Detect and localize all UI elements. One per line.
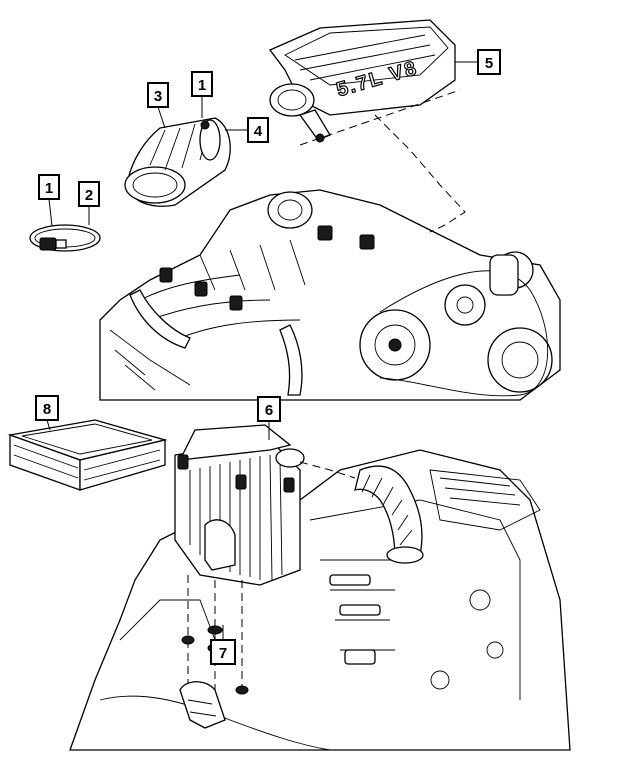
air-filter-element (7, 419, 168, 491)
callout-3: 3 (147, 82, 169, 129)
callout-4: 4 (225, 117, 269, 143)
air-inlet-duct (124, 117, 231, 207)
engine-assembly (99, 189, 561, 401)
callout-7: 7 (210, 625, 236, 665)
callout-8: 8 (35, 395, 59, 431)
air-cleaner-cover: 5.7L V8 (268, 19, 456, 143)
air-cleaner-housing (174, 424, 356, 586)
vehicle-body-structure (69, 449, 571, 751)
svg-text:6: 6 (265, 402, 273, 419)
svg-text:1: 1 (198, 77, 206, 94)
callout-6: 6 (257, 396, 281, 440)
svg-text:3: 3 (154, 88, 162, 105)
callout-1-top: 1 (191, 71, 213, 118)
sensor-wire-leader (374, 114, 466, 233)
outlet-duct (354, 465, 424, 564)
svg-text:5: 5 (485, 55, 493, 72)
svg-text:1: 1 (45, 180, 53, 197)
svg-text:8: 8 (43, 401, 51, 418)
callout-2: 2 (78, 181, 100, 225)
cover-alignment-line (299, 89, 461, 146)
svg-text:7: 7 (219, 645, 227, 662)
callout-5: 5 (455, 49, 501, 75)
callout-1-clamp: 1 (38, 174, 60, 227)
svg-text:2: 2 (85, 187, 93, 204)
svg-text:4: 4 (254, 123, 263, 140)
hose-clamp (29, 224, 101, 252)
